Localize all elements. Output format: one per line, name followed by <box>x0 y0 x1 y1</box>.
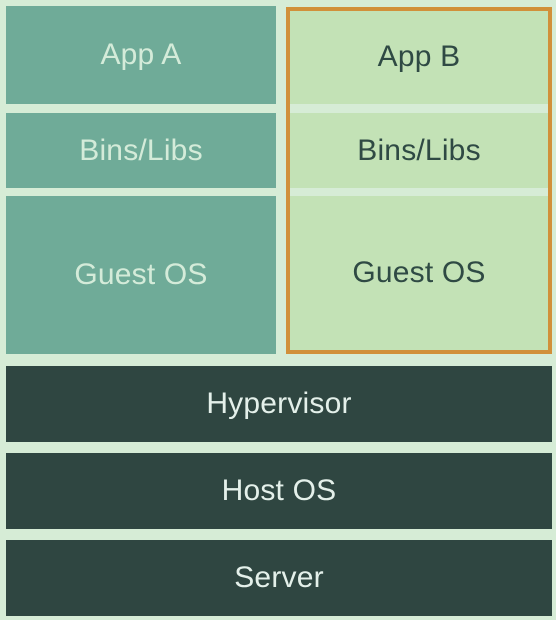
vm-b-app-block: App B <box>289 10 549 104</box>
vm-a-bins-libs-block: Bins/Libs <box>6 113 276 188</box>
vm-b-app-label: App B <box>377 40 461 73</box>
host-os-layer: Host OS <box>6 453 552 529</box>
server-label: Server <box>234 561 324 594</box>
server-layer: Server <box>6 540 552 616</box>
host-os-label: Host OS <box>221 474 337 507</box>
vm-a-guest-os-block: Guest OS <box>6 196 276 354</box>
vm-b-guest-os-block: Guest OS <box>289 196 549 350</box>
hypervisor-layer: Hypervisor <box>6 366 552 442</box>
vm-a-app-label: App A <box>100 38 182 71</box>
vm-a-bins-libs-label: Bins/Libs <box>79 133 203 167</box>
hypervisor-label: Hypervisor <box>206 387 352 420</box>
vm-b-guest-os-label: Guest OS <box>352 256 486 289</box>
vm-a-guest-os-label: Guest OS <box>74 258 208 291</box>
vm-b-bins-libs-block: Bins/Libs <box>289 113 549 188</box>
vm-a-app-block: App A <box>6 6 276 104</box>
vm-b-bins-libs-label: Bins/Libs <box>357 133 481 167</box>
